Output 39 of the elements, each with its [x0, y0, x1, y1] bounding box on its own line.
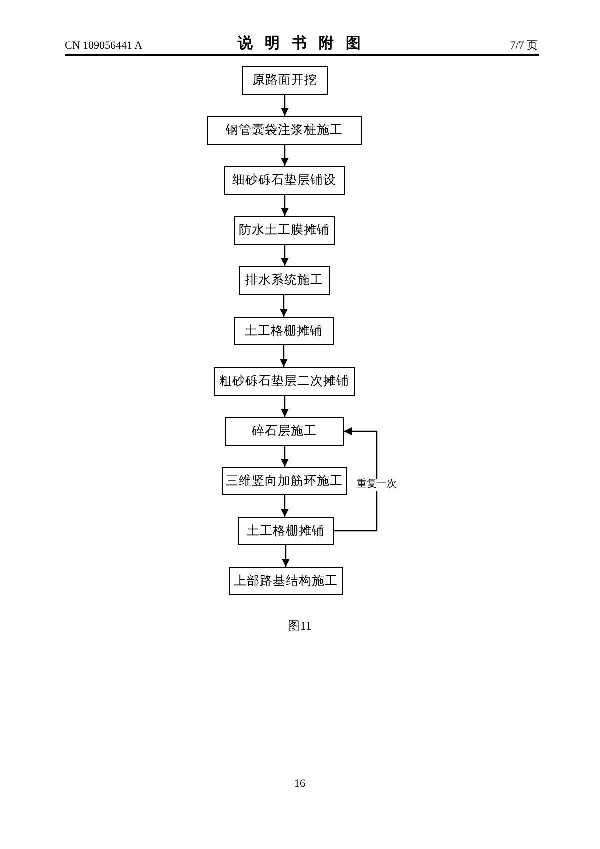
- step-text: 排水系统施工: [246, 273, 324, 288]
- process-box: [222, 467, 347, 495]
- process-box: [207, 116, 362, 145]
- process-box: [234, 317, 334, 345]
- step-text: 防水土工膜摊铺: [239, 223, 330, 238]
- process-box: [229, 567, 343, 595]
- arrow: [282, 545, 290, 567]
- process-box: [234, 216, 335, 245]
- arrow: [281, 95, 289, 116]
- process-box: [242, 66, 328, 95]
- process-box: [238, 517, 334, 545]
- step-text: 土工格栅摊铺: [247, 524, 325, 538]
- arrow: [281, 145, 289, 166]
- process-box: [224, 166, 345, 195]
- process-box: [239, 266, 330, 295]
- figure-caption: 图11: [287, 619, 313, 634]
- arrow: [281, 495, 289, 517]
- page-title: 说明书附图: [238, 35, 373, 53]
- header-text: CN 109056441 A: [65, 39, 143, 53]
- step-text: 细砂砾石垫层铺设: [232, 173, 336, 188]
- step-text: 原路面开挖: [252, 73, 318, 88]
- arrow: [280, 295, 288, 317]
- process-box: [214, 367, 355, 396]
- step-text: 钢管囊袋注浆桩施工: [226, 123, 343, 138]
- step-text: 土工格栅摊铺: [245, 324, 323, 338]
- page-number: 16: [294, 777, 306, 791]
- step-text: 粗砂砾石垫层二次摊铺: [220, 374, 350, 389]
- arrow: [281, 195, 289, 216]
- arrow: [334, 428, 378, 532]
- header-text: 7/7 页: [510, 39, 538, 53]
- arrow: [281, 245, 289, 266]
- step-text: 碎石层施工: [252, 424, 317, 439]
- step-text: 上部路基结构施工: [234, 574, 338, 588]
- process-box: [225, 417, 344, 446]
- arrow: [280, 345, 288, 367]
- arrow: [281, 446, 289, 467]
- edge-label: 重复一次: [356, 479, 398, 492]
- arrow: [281, 396, 289, 417]
- step-text: 三维竖向加筋环施工: [226, 474, 343, 488]
